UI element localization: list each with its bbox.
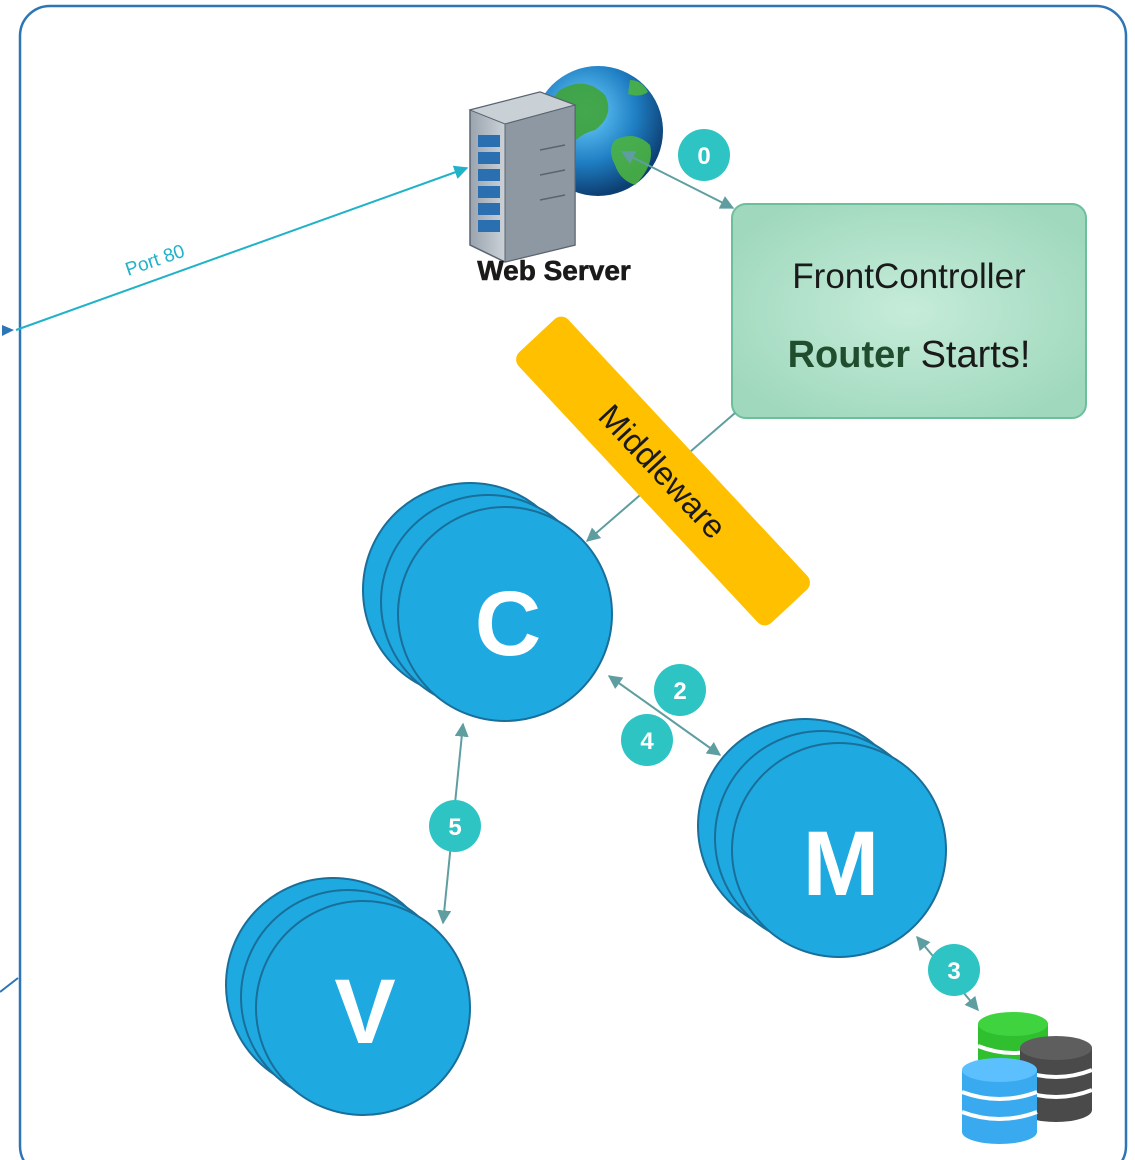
view-label: V xyxy=(334,961,395,1063)
diagram-frame xyxy=(18,4,1128,1160)
port-80-label: Port 80 xyxy=(123,241,188,281)
step-2-label: 2 xyxy=(673,678,686,705)
view-node: V xyxy=(225,877,471,1116)
left-entry-arrow-icon xyxy=(2,325,14,336)
router-bold-label: Router xyxy=(788,334,911,376)
web-server-label: Web Server xyxy=(477,255,631,286)
web-server-globe-icon xyxy=(468,66,663,263)
model-label: M xyxy=(803,813,880,915)
step-5-label: 5 xyxy=(448,814,461,841)
router-line1: FrontController xyxy=(792,257,1026,296)
step-badge-0: 0 xyxy=(678,129,730,181)
step-4-label: 4 xyxy=(640,728,654,755)
port-80-arrow xyxy=(15,165,469,331)
controller-node: C xyxy=(362,482,613,722)
database-stack-icon xyxy=(961,1012,1093,1144)
step-badge-3: 3 xyxy=(928,944,980,996)
middleware-label: Middleware xyxy=(592,397,734,546)
step-0-label: 0 xyxy=(697,143,710,170)
left-exit-line xyxy=(0,977,19,993)
step-badge-4: 4 xyxy=(621,714,673,766)
model-node: M xyxy=(697,718,947,958)
router-box xyxy=(731,203,1087,419)
step-3-label: 3 xyxy=(947,958,960,985)
step-badge-5: 5 xyxy=(429,800,481,852)
router-line2: Router Starts! xyxy=(788,334,1031,376)
step-badge-2: 2 xyxy=(654,664,706,716)
router-rest-label: Starts! xyxy=(910,334,1030,376)
arrow-controller-model xyxy=(607,675,722,756)
controller-label: C xyxy=(475,573,541,675)
arrow-server-router xyxy=(620,151,735,209)
